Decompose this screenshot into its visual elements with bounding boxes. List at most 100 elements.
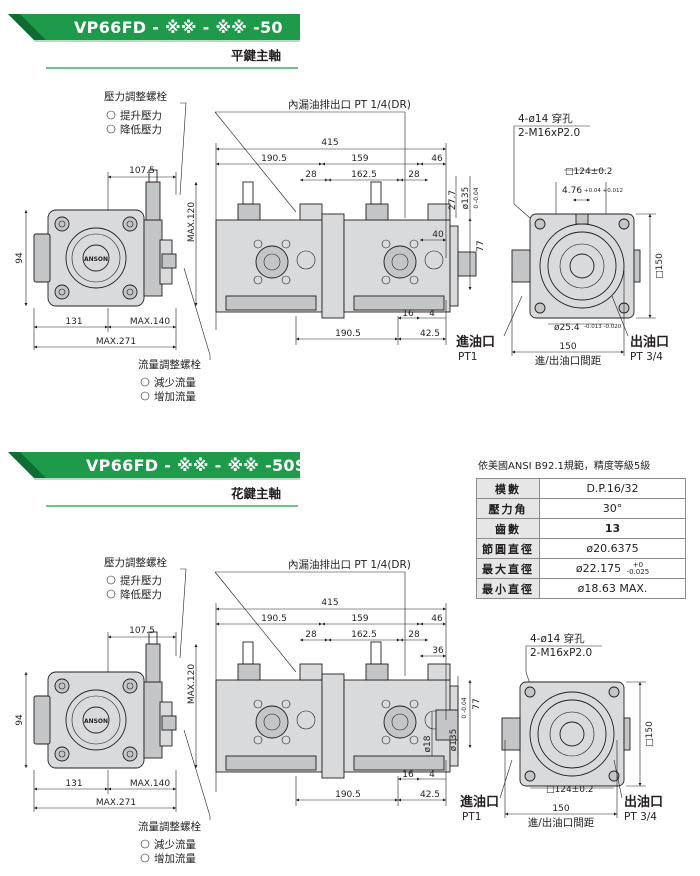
- bottom-section: VP66FD - ※※ - ※※ -50S 花鍵主軸 壓力調整螺栓 提升壓力 降…: [8, 452, 663, 865]
- bottom-dim-sq150: □150: [645, 721, 655, 747]
- spec-tolerance: +0 -0.025: [626, 560, 650, 576]
- spec-value: 30°: [539, 498, 686, 519]
- top-port-distance: 進/出油口間距: [535, 354, 602, 367]
- spec-key: 節圓直徑: [476, 538, 540, 559]
- top-dim-190-5: 190.5: [261, 154, 287, 164]
- top-flow-down: 減少流量: [154, 376, 196, 389]
- bottom-dim-36: 36: [432, 646, 444, 656]
- top-model-title: VP66FD - ※※ - ※※ -50: [74, 18, 283, 37]
- bottom-dim-131: 131: [65, 779, 82, 789]
- bottom-holes-label: 4-ø14 穿孔: [530, 632, 585, 645]
- bottom-dim-18: ø18: [423, 735, 433, 752]
- top-drain-label: 內漏油排出口 PT 1/4(DR): [288, 98, 411, 111]
- top-dim-40: 40: [432, 230, 444, 240]
- bottom-banner: [8, 452, 300, 478]
- top-pressure-down: 降低壓力: [120, 123, 162, 136]
- top-section: VP66FD - ※※ - ※※ -50 平鍵主軸 壓力調整螺栓 提升壓力 降低…: [8, 14, 669, 403]
- spec-tol-hi: +0: [632, 560, 644, 569]
- top-dim-135: ø135: [461, 187, 471, 210]
- bottom-pressure-screw-label: 壓力調整螺栓: [104, 556, 167, 569]
- bottom-dim-107-5: 107.5: [129, 626, 155, 636]
- bottom-dim-135-tol: 0 -0.04: [461, 697, 468, 718]
- table-row: 最小直徑 ø18.63 MAX.: [476, 578, 686, 599]
- top-dim-key: 4.76: [562, 186, 582, 196]
- top-dim-28a: 28: [305, 170, 317, 180]
- spec-key: 齒數: [476, 518, 540, 539]
- bottom-flange-view: [501, 681, 631, 787]
- bottom-pressure-down: 降低壓力: [120, 588, 162, 601]
- spec-tol-lo: -0.025: [626, 567, 650, 576]
- spec-value: ø20.6375: [539, 538, 686, 559]
- top-pressure-up: 提升壓力: [120, 109, 162, 122]
- bottom-inlet-label: 進油口: [460, 794, 499, 810]
- spec-key: 壓力角: [476, 498, 540, 519]
- bottom-port-distance: 進/出油口間距: [528, 816, 595, 829]
- top-inlet-pt: PT1: [458, 351, 477, 363]
- bottom-dim-16: 16: [402, 770, 414, 780]
- bottom-flow-cw-icon: [140, 839, 150, 849]
- bottom-flow-down: 減少流量: [154, 838, 196, 851]
- top-brand: ANSON: [84, 256, 108, 263]
- bottom-dim-77: 77: [472, 698, 482, 709]
- table-row: 節圓直徑 ø20.6375: [476, 538, 686, 559]
- spec-value: ø18.63 MAX.: [539, 578, 686, 599]
- bottom-flow-up: 增加流量: [154, 852, 196, 865]
- top-dim-150: 150: [559, 342, 576, 352]
- spec-value: D.P.16/32: [539, 478, 686, 499]
- top-side-view: [215, 181, 477, 319]
- top-dim-107-5: 107.5: [129, 166, 155, 176]
- top-dim-131: 131: [65, 317, 82, 327]
- top-dim-max271: MAX.271: [96, 337, 136, 347]
- top-thread-label: 2-M16xP2.0: [518, 127, 580, 139]
- table-row: 模數 D.P.16/32: [476, 478, 686, 499]
- spline-spec-title: 依美國ANSI B92.1規範，精度等級5級: [478, 461, 651, 472]
- bottom-flow-screw-label: 流量調整螺栓: [138, 820, 201, 833]
- top-dim-77: 77: [476, 240, 486, 251]
- table-row: 齒數 13: [476, 518, 686, 539]
- bottom-dim-135: ø135: [449, 729, 459, 752]
- bottom-dim-max271: MAX.271: [96, 798, 136, 808]
- top-dim-max140: MAX.140: [130, 317, 170, 327]
- top-flow-ccw-icon: [140, 391, 150, 401]
- bottom-flow-ccw-icon: [140, 853, 150, 863]
- top-dim-162-5: 162.5: [351, 170, 377, 180]
- top-rotate-ccw-icon: [106, 124, 116, 134]
- top-flow-screw-label: 流量調整螺栓: [138, 358, 201, 371]
- spec-value-cell: ø22.175 +0 -0.025: [539, 558, 686, 579]
- bottom-dim-94: 94: [15, 714, 25, 726]
- top-dim-max120: MAX.120: [187, 202, 197, 242]
- bottom-dim-190-5: 190.5: [261, 614, 287, 624]
- top-dim-415: 415: [321, 138, 338, 148]
- top-flange-view: [511, 213, 641, 319]
- top-shaft-type: 平鍵主軸: [231, 48, 281, 63]
- bottom-dim-max140: MAX.140: [130, 779, 170, 789]
- top-dim-25-4: ø25.4: [554, 323, 580, 333]
- top-dim-159: 159: [351, 154, 368, 164]
- top-dim-sq124: □124±0.2: [565, 167, 613, 177]
- bottom-rotate-ccw-icon: [106, 589, 116, 599]
- top-dim-46: 46: [431, 154, 443, 164]
- bottom-outlet-label: 出油口: [624, 794, 663, 810]
- top-dim-16: 16: [402, 309, 414, 319]
- top-pressure-screw-label: 壓力調整螺栓: [104, 90, 167, 103]
- top-banner: [8, 14, 300, 40]
- spec-value: ø22.175: [575, 561, 622, 575]
- bottom-inlet-pt: PT1: [462, 811, 481, 823]
- bottom-dim-159: 159: [351, 614, 368, 624]
- bottom-outlet-pt: PT 3/4: [624, 811, 657, 823]
- bottom-rotate-cw-icon: [106, 575, 116, 585]
- spec-key: 最小直徑: [476, 578, 540, 599]
- bottom-dim-150: 150: [552, 804, 569, 814]
- bottom-dim-162-5: 162.5: [351, 630, 377, 640]
- top-dim-4: 4: [429, 309, 435, 319]
- bottom-front-view: ANSON: [33, 631, 177, 769]
- bottom-pressure-up: 提升壓力: [120, 574, 162, 587]
- top-dim-42-5: 42.5: [420, 329, 440, 339]
- top-flow-up: 增加流量: [154, 390, 196, 403]
- bottom-dim-190-5b: 190.5: [335, 790, 361, 800]
- bottom-side-view: [215, 641, 459, 779]
- bottom-dim-4: 4: [429, 770, 435, 780]
- bottom-drain-label: 內漏油排出口 PT 1/4(DR): [288, 558, 411, 571]
- top-outlet-pt: PT 3/4: [630, 351, 663, 363]
